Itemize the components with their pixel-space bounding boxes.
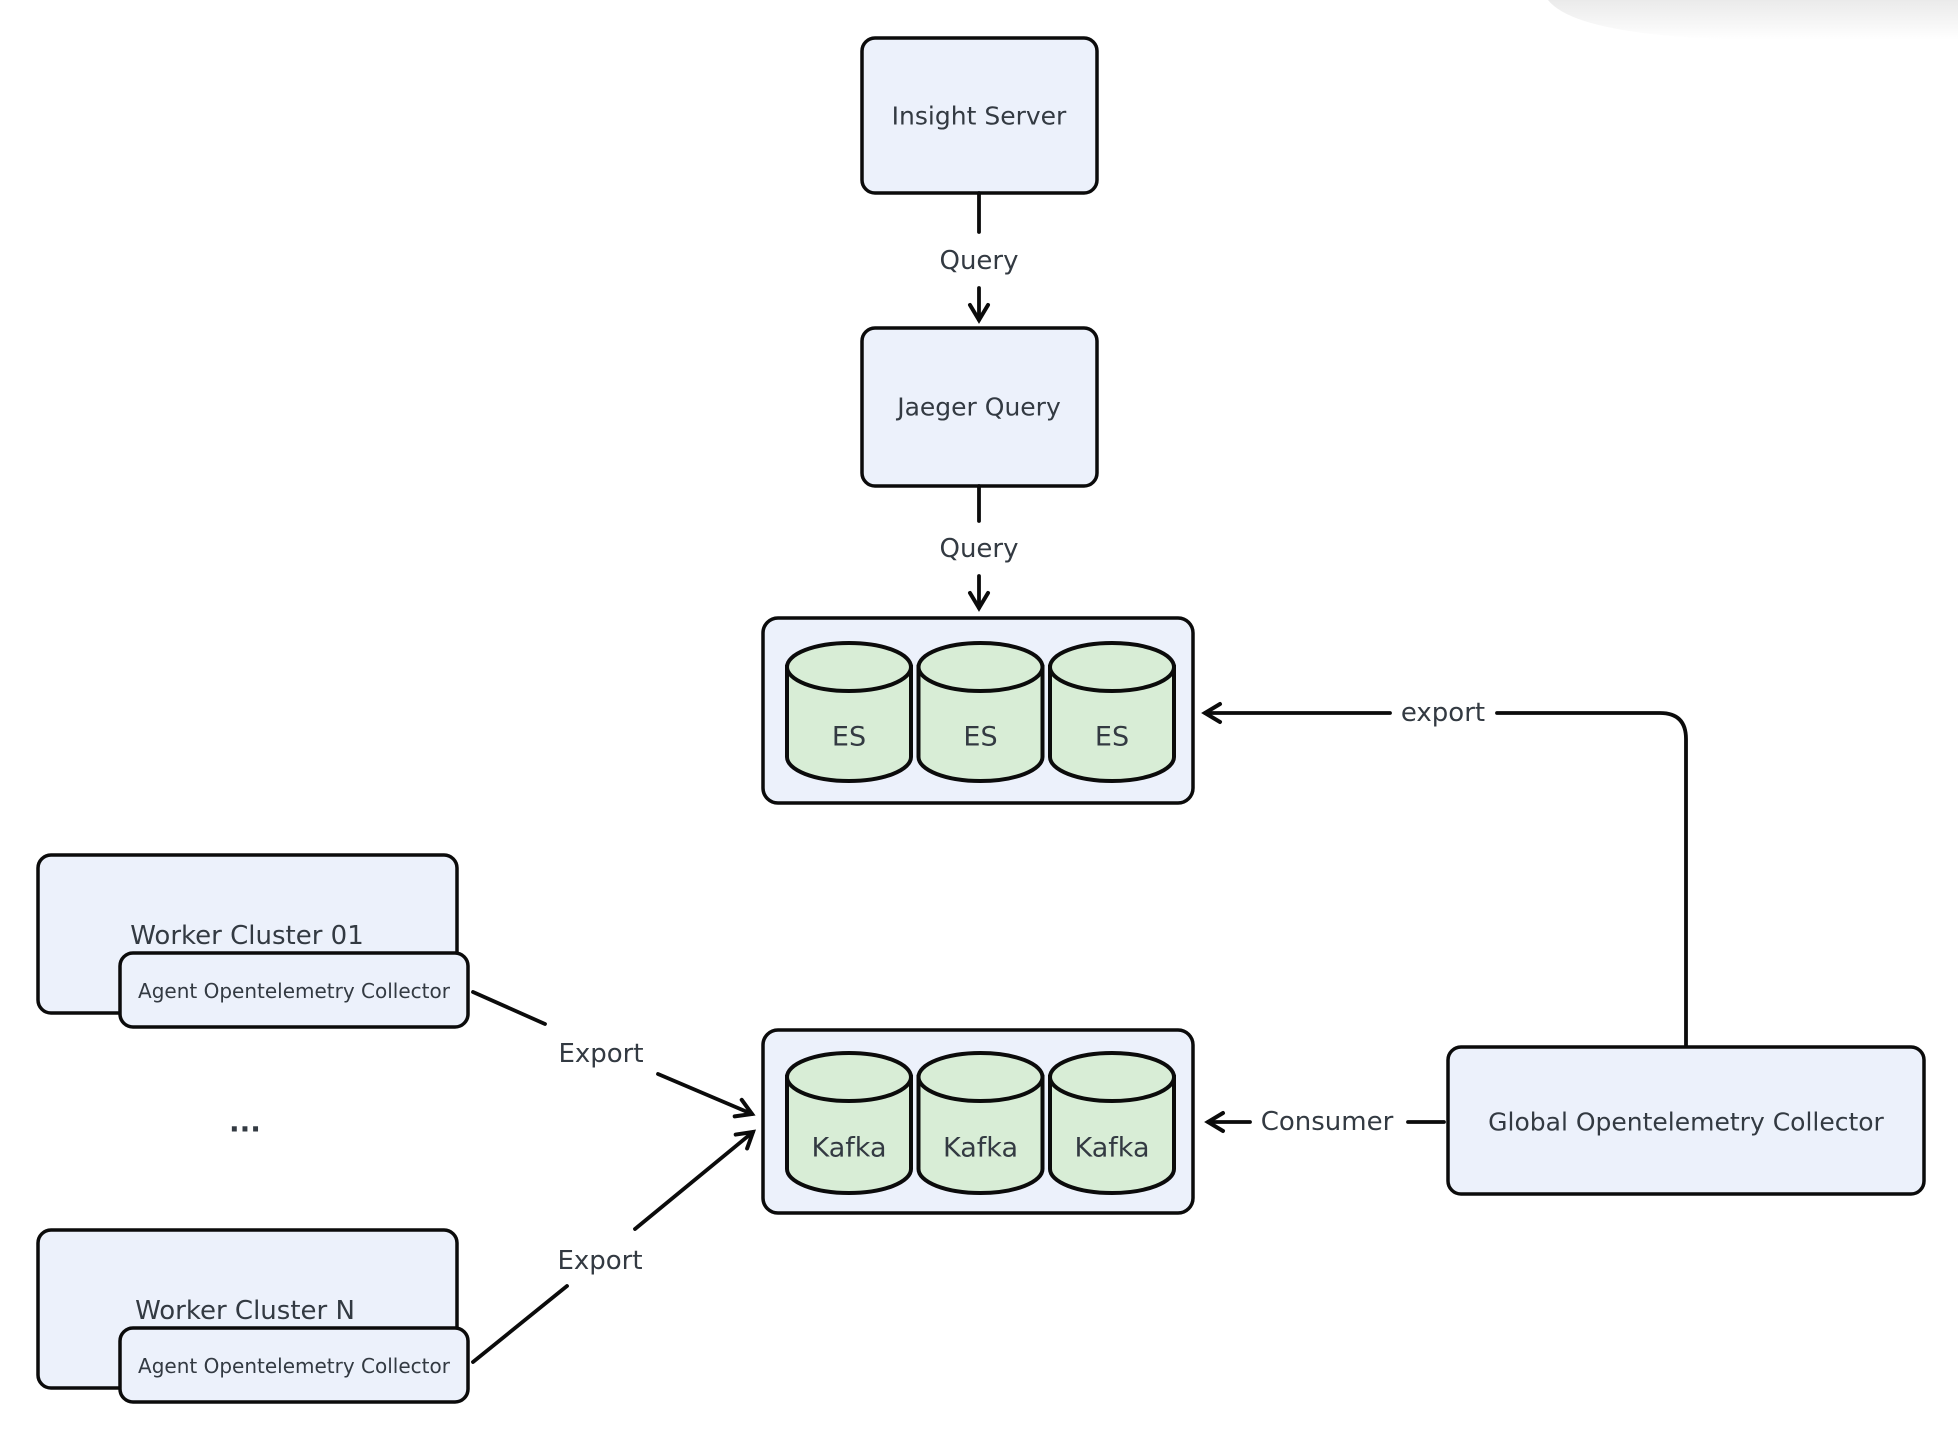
- es-label-2: ES: [963, 722, 997, 753]
- es-label-3: ES: [1095, 722, 1129, 753]
- worker-clusters-ellipsis: ...: [229, 1106, 261, 1139]
- edge-label-export-1: Export: [558, 1039, 643, 1069]
- kafka-label-2: Kafka: [943, 1133, 1018, 1164]
- edge-worker01-to-kafka-upper: [471, 990, 547, 1026]
- kafka-database-cylinder-icon: Kafka: [1048, 1051, 1176, 1195]
- global-otel-collector-label: Global Opentelemetry Collector: [1488, 1108, 1884, 1137]
- edge-worker01-to-kafka-arrow: [656, 1072, 756, 1119]
- agent-otel-collector-label-n: Agent Opentelemetry Collector: [138, 1354, 451, 1378]
- agent-otel-collector-node-n: [118, 1326, 470, 1404]
- worker-cluster-n-group: Worker Cluster N Agent Opentelemetry Col…: [36, 1228, 470, 1404]
- insight-server-label: Insight Server: [892, 102, 1067, 131]
- edge-label-export-lowercase: export: [1401, 698, 1485, 728]
- global-otel-collector-node: [1446, 1045, 1926, 1196]
- edge-label-query-1: Query: [939, 246, 1018, 276]
- agent-otel-collector-node-01: [118, 951, 470, 1029]
- kafka-label-3: Kafka: [1075, 1133, 1150, 1164]
- edge-collector-to-es-elbow: [1495, 711, 1688, 1047]
- kafka-label-1: Kafka: [812, 1133, 887, 1164]
- worker-cluster-n-label: Worker Cluster N: [135, 1296, 355, 1326]
- edge-label-query-2: Query: [939, 534, 1018, 564]
- es-database-cylinder-icon: ES: [1048, 641, 1176, 783]
- kafka-database-cylinder-icon: Kafka: [785, 1051, 913, 1195]
- es-database-cylinder-icon: ES: [785, 641, 913, 783]
- jaeger-query-label: Jaeger Query: [895, 393, 1061, 422]
- kafka-database-cylinder-icon: Kafka: [916, 1051, 1045, 1195]
- worker-cluster-01-group: Worker Cluster 01 Agent Opentelemetry Co…: [36, 853, 470, 1029]
- es-database-cylinder-icon: ES: [916, 641, 1045, 783]
- edge-workern-to-kafka-arrow: [633, 1129, 757, 1231]
- top-right-shadow: [1548, 0, 1958, 40]
- edge-label-export-2: Export: [557, 1246, 642, 1276]
- agent-otel-collector-label-01: Agent Opentelemetry Collector: [138, 979, 451, 1003]
- es-label-1: ES: [832, 722, 866, 753]
- edge-workern-to-kafka-lower: [471, 1284, 569, 1364]
- edge-label-consumer: Consumer: [1261, 1107, 1394, 1137]
- worker-cluster-01-label: Worker Cluster 01: [130, 921, 364, 951]
